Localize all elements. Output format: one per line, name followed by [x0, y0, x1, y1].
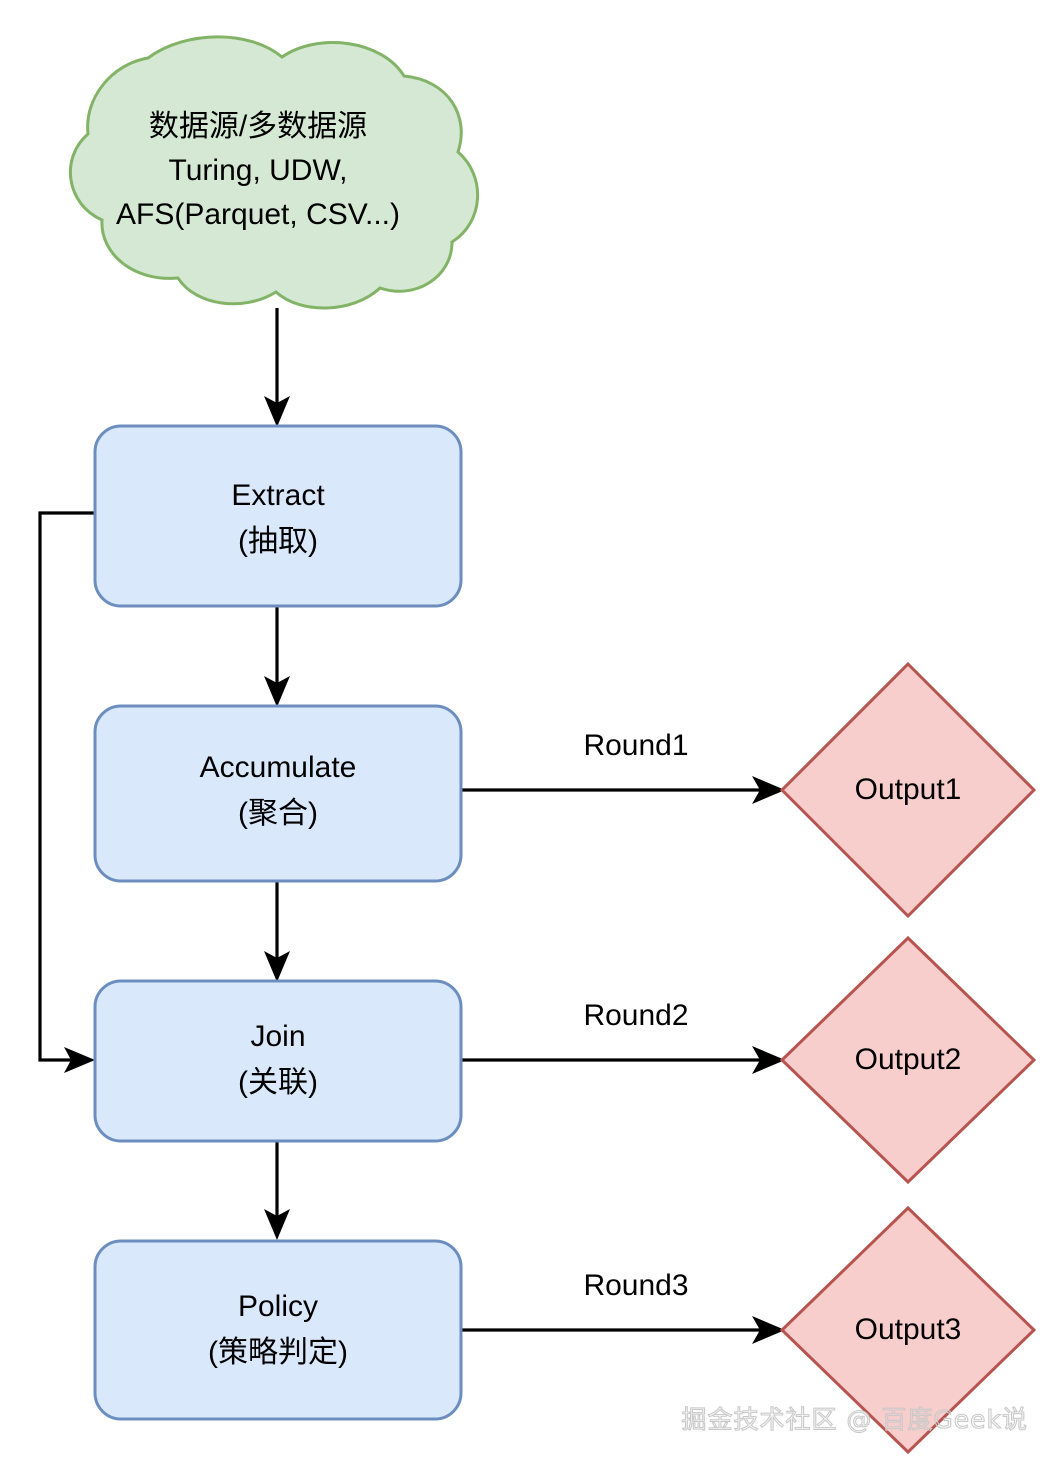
output3-diamond-shape — [779, 1205, 1037, 1455]
arrow-head-icon — [752, 1046, 785, 1074]
join-title: Join — [250, 1020, 305, 1053]
cloud-label-line-3: AFS(Parquet, CSV...) — [116, 198, 400, 231]
output3-label: Output3 — [855, 1313, 962, 1346]
extract-subtitle: (抽取) — [238, 525, 318, 558]
arrow-head-icon — [264, 951, 290, 982]
join-subtitle: (关联) — [238, 1066, 318, 1099]
output1-diamond-shape — [779, 661, 1037, 919]
node-process-extract[interactable]: Extract (抽取) — [93, 424, 463, 608]
accumulate-title: Accumulate — [200, 751, 357, 784]
edge-join-to-policy — [264, 1141, 290, 1240]
edge-source-to-extract — [264, 308, 290, 427]
watermark-label: 掘金技术社区 @ 百度Geek说 — [681, 1405, 1028, 1434]
arrow-head-icon — [752, 776, 785, 804]
accumulate-subtitle: (聚合) — [238, 797, 318, 830]
arrow-head-icon — [64, 1047, 95, 1073]
arrow-head-icon — [752, 1316, 785, 1344]
node-process-join[interactable]: Join (关联) — [93, 979, 463, 1143]
policy-title: Policy — [238, 1290, 318, 1323]
edge-extract-to-accumulate — [264, 606, 290, 707]
arrow-head-icon — [264, 396, 290, 427]
cloud-label-line-1: 数据源/多数据源 — [149, 110, 367, 143]
edge-extract-feedback-to-join — [38, 511, 95, 1073]
edge-accumulate-to-output1: Round1 — [461, 729, 785, 804]
join-box-shape — [93, 979, 463, 1143]
arrow-head-icon — [264, 1209, 290, 1240]
edge-label-round2: Round2 — [583, 999, 688, 1032]
edge-policy-to-output3: Round3 — [461, 1269, 785, 1344]
node-output3-diamond[interactable]: Output3 — [779, 1205, 1037, 1455]
edge-label-round1: Round1 — [583, 729, 688, 762]
edge-accumulate-to-join — [264, 881, 290, 982]
node-output1-diamond[interactable]: Output1 — [779, 661, 1037, 919]
cloud-label-line-2: Turing, UDW, — [169, 154, 348, 187]
output1-label: Output1 — [855, 773, 962, 806]
node-data-source-cloud[interactable]: 数据源/多数据源 Turing, UDW, AFS(Parquet, CSV..… — [68, 35, 480, 310]
edge-label-round3: Round3 — [583, 1269, 688, 1302]
output2-label: Output2 — [855, 1043, 962, 1076]
node-output2-diamond[interactable]: Output2 — [779, 935, 1037, 1185]
policy-box-shape — [93, 1239, 463, 1421]
accumulate-box-shape — [93, 704, 463, 883]
node-process-policy[interactable]: Policy (策略判定) — [93, 1239, 463, 1421]
extract-title: Extract — [231, 479, 325, 512]
arrow-head-icon — [264, 676, 290, 707]
output2-diamond-shape — [779, 935, 1037, 1185]
extract-box-shape — [93, 424, 463, 608]
node-process-accumulate[interactable]: Accumulate (聚合) — [93, 704, 463, 883]
edge-join-to-output2: Round2 — [461, 999, 785, 1074]
cloud-shape — [68, 35, 480, 310]
policy-subtitle: (策略判定) — [208, 1336, 348, 1369]
